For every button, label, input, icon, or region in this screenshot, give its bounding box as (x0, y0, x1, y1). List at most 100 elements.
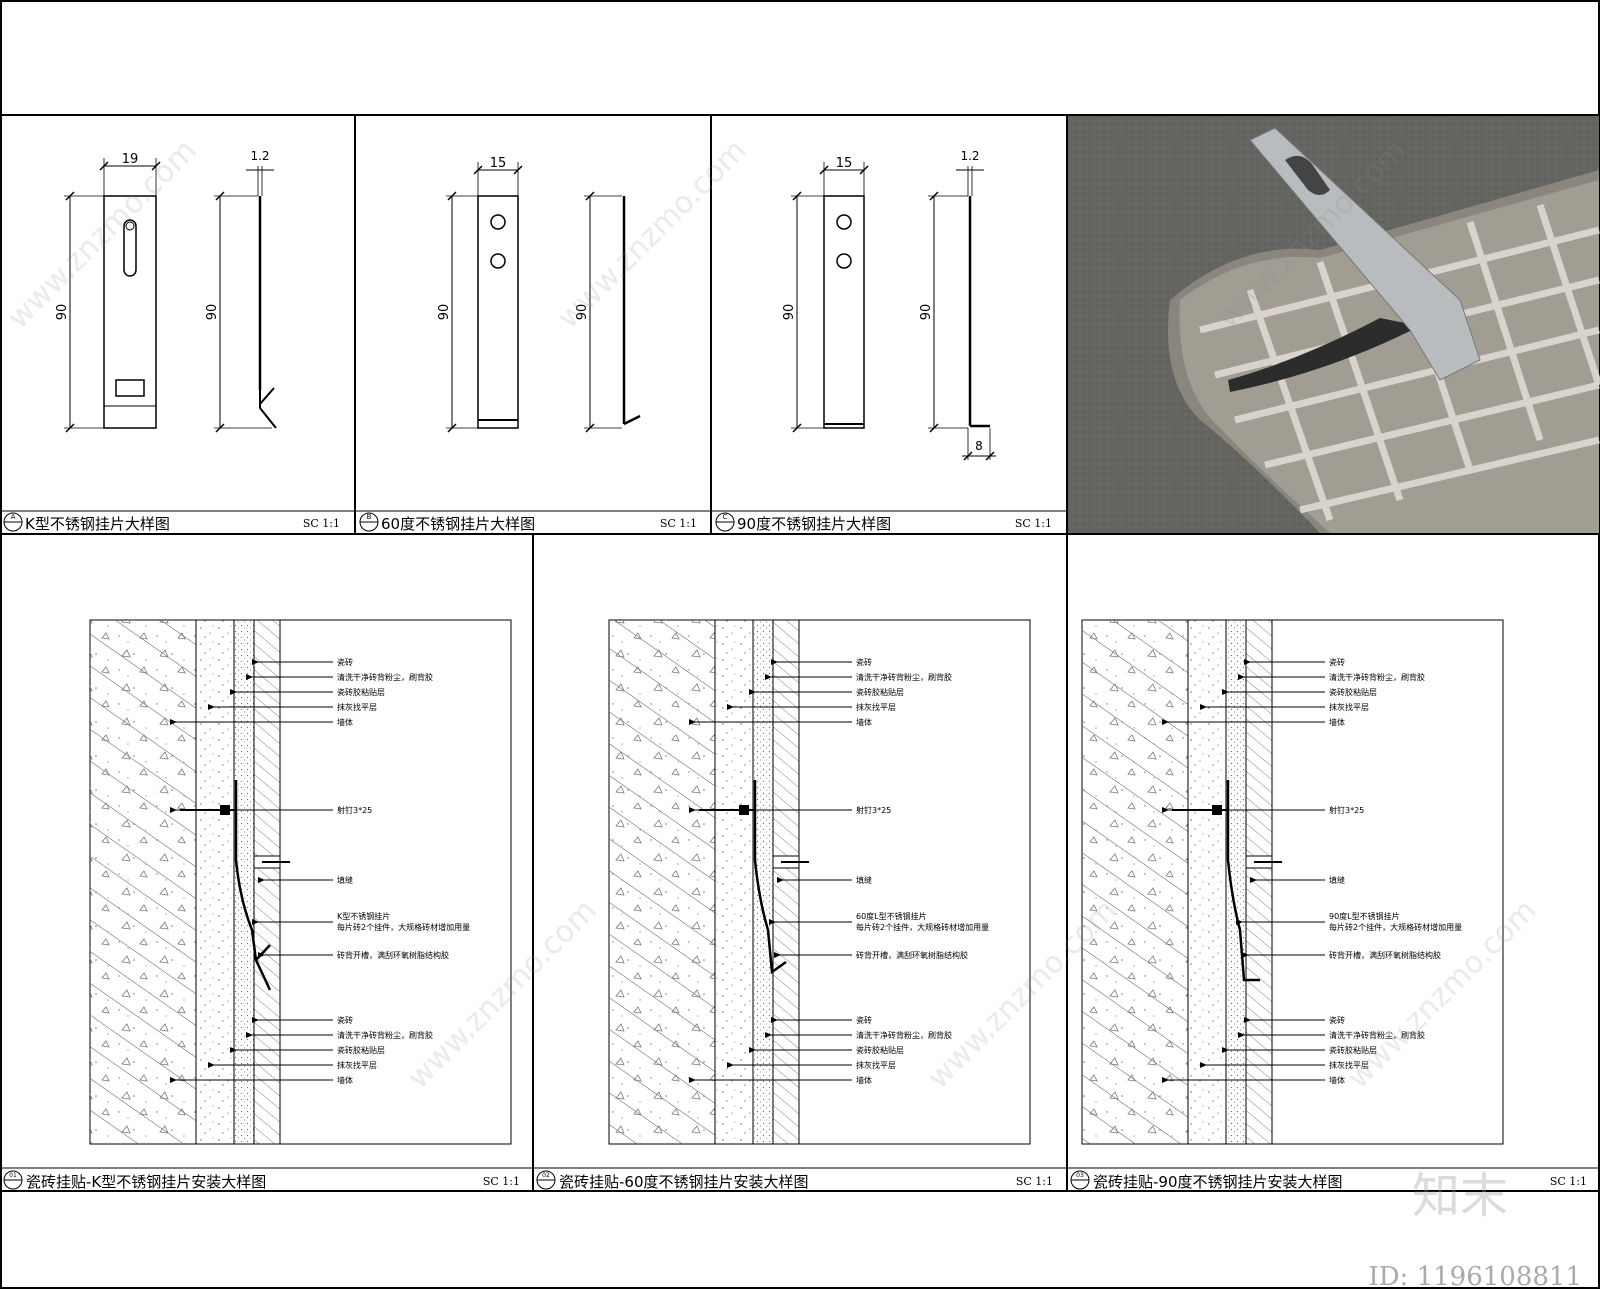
layer-label: 瓷砖胶粘贴层 (856, 1045, 904, 1055)
layer-label: 墙体 (856, 1075, 872, 1085)
layer-label: 墙体 (337, 717, 353, 727)
dim-label: 1.2 (250, 149, 269, 163)
title-bar-c: C 90度不锈钢挂片大样图 SC 1:1 (711, 510, 1067, 533)
dim-label: 90 (205, 304, 220, 321)
dim-width-c: 15 (819, 156, 869, 196)
watermark-id: ID: 1196108811 (1368, 1262, 1582, 1289)
tile-lower (772, 867, 800, 1145)
joint-label: 填缝 (1329, 875, 1345, 885)
section-leaders: 瓷砖清洗干净砖背粉尘，刷背胶瓷砖胶粘贴层抹灰找平层墙体射钉3*25填缝K型不锈钢… (170, 657, 1462, 1085)
layer-label: 抹灰找平层 (856, 1060, 896, 1070)
layer-label: 墙体 (337, 1075, 353, 1085)
layer-label: 清洗干净砖背粉尘，刷背胶 (856, 1030, 952, 1040)
detail-title: 60度不锈钢挂片大样图 (381, 515, 535, 533)
layer-label: 清洗干净砖背粉尘，刷背胶 (337, 1030, 433, 1040)
detail-mark: A (11, 513, 16, 521)
dim-label: 90 (919, 304, 934, 321)
screw-hole (490, 214, 506, 230)
screw-hole (490, 253, 506, 269)
layer-label: 瓷砖 (856, 657, 872, 667)
layer-label: 墙体 (1329, 1075, 1345, 1085)
nail-label: 射钉3*25 (1329, 805, 1364, 815)
layer-label: 瓷砖胶粘贴层 (1329, 1045, 1377, 1055)
scale-label: SC 1:1 (303, 517, 340, 530)
k-clip-side-view: 90 1.2 (205, 149, 277, 433)
dim-label: 15 (490, 156, 507, 171)
layer-label: 瓷砖 (337, 657, 353, 667)
title-bar-03: 03 瓷砖挂贴-90度不锈钢挂片安装大样图 SC 1:1 (1067, 1167, 1600, 1191)
nail-label: 射钉3*25 (856, 805, 891, 815)
joint-label: 填缝 (856, 875, 872, 885)
60deg-clip (753, 780, 787, 975)
dim-label: 90 (575, 304, 590, 321)
dim-width-a: 19 (99, 152, 161, 196)
layer-label: 抹灰找平层 (337, 702, 377, 712)
k-clip-front-view (103, 195, 157, 429)
clip-label: K型不锈钢挂片 (337, 911, 390, 921)
layer-label: 墙体 (1329, 717, 1345, 727)
clip-note: 每片砖2个挂件，大规格砖材增加用量 (337, 922, 470, 932)
groove-label: 砖背开槽，满刮环氧树脂结构胶 (1329, 950, 1441, 960)
clip-note: 每片砖2个挂件，大规格砖材增加用量 (1329, 922, 1462, 932)
keyhole-slot (123, 219, 137, 277)
section-02 (608, 619, 1031, 1145)
dim-label: 90 (782, 304, 797, 321)
section-01 (89, 619, 512, 1145)
watermark-logo: 知末 (1412, 1168, 1508, 1224)
layer-label: 瓷砖 (856, 1015, 872, 1025)
title-bar-a: A K型不锈钢挂片大样图 SC 1:1 (0, 510, 355, 533)
scale-label: SC 1:1 (483, 1175, 520, 1188)
detail-a: 19 90 90 1.2 (0, 149, 355, 533)
layer-label: 瓷砖 (1329, 1015, 1345, 1025)
title-bar-01: 01 瓷砖挂贴-K型不锈钢挂片安装大样图 SC 1:1 (0, 1167, 533, 1191)
layer-label: 清洗干净砖背粉尘，刷背胶 (856, 672, 952, 682)
90deg-clip-front-view (823, 195, 865, 429)
60deg-clip-side-view: 90 (575, 191, 641, 433)
dim-label: 90 (55, 304, 70, 321)
groove-label: 砖背开槽，满刮环氧树脂结构胶 (856, 950, 968, 960)
scale-label: SC 1:1 (1550, 1175, 1587, 1188)
tile-lower (1245, 867, 1273, 1145)
layer-label: 瓷砖胶粘贴层 (856, 687, 904, 697)
title-bar-02: 02 瓷砖挂贴-60度不锈钢挂片安装大样图 SC 1:1 (533, 1167, 1067, 1191)
layer-label: 抹灰找平层 (1329, 702, 1369, 712)
layer-label: 瓷砖 (1329, 657, 1345, 667)
tile-lower (253, 867, 281, 1145)
section-title: 瓷砖挂贴-90度不锈钢挂片安装大样图 (1093, 1173, 1343, 1191)
layer-label: 抹灰找平层 (1329, 1060, 1369, 1070)
watermark: 知末 (1412, 1168, 1508, 1224)
layer-label: 瓷砖胶粘贴层 (337, 687, 385, 697)
dim-height-b: 90 (437, 191, 478, 433)
nail-label: 射钉3*25 (337, 805, 372, 815)
layer-label: 瓷砖胶粘贴层 (1329, 687, 1377, 697)
clip-label: 60度L型不锈钢挂片 (856, 911, 927, 921)
90deg-clip-side-view: 90 1.2 8 (919, 149, 996, 461)
dim-height-a: 90 (55, 191, 104, 433)
tile-groove (1228, 318, 1420, 392)
90deg-clip (1226, 780, 1260, 982)
tile-upper (772, 619, 800, 857)
layer-label: 墙体 (856, 717, 872, 727)
tab-slot (115, 379, 145, 397)
dim-label: 1.2 (960, 149, 979, 163)
layer-label: 清洗干净砖背粉尘，刷背胶 (1329, 672, 1425, 682)
dim-width-b: 15 (473, 156, 523, 196)
detail-c: 15 90 90 1.2 (711, 149, 1067, 533)
groove-label: 砖背开槽，满刮环氧树脂结构胶 (337, 950, 449, 960)
clip-note: 每片砖2个挂件，大规格砖材增加用量 (856, 922, 989, 932)
clip-label: 90度L型不锈钢挂片 (1329, 911, 1400, 921)
joint-label: 填缝 (337, 875, 353, 885)
dim-label: 8 (975, 439, 983, 453)
dim-label: 90 (437, 304, 452, 321)
layer-label: 抹灰找平层 (856, 702, 896, 712)
dim-height-c: 90 (782, 191, 824, 433)
product-photo (1068, 116, 1600, 533)
detail-title: 90度不锈钢挂片大样图 (737, 515, 891, 533)
section-title: 瓷砖挂贴-60度不锈钢挂片安装大样图 (559, 1173, 809, 1191)
scale-label: SC 1:1 (660, 517, 697, 530)
60deg-clip-front-view (477, 195, 519, 429)
dim-label: 19 (122, 152, 139, 167)
clip-in-photo (1249, 127, 1481, 381)
detail-b: 15 90 90 B 60度不锈钢挂片大样图 (355, 156, 711, 533)
